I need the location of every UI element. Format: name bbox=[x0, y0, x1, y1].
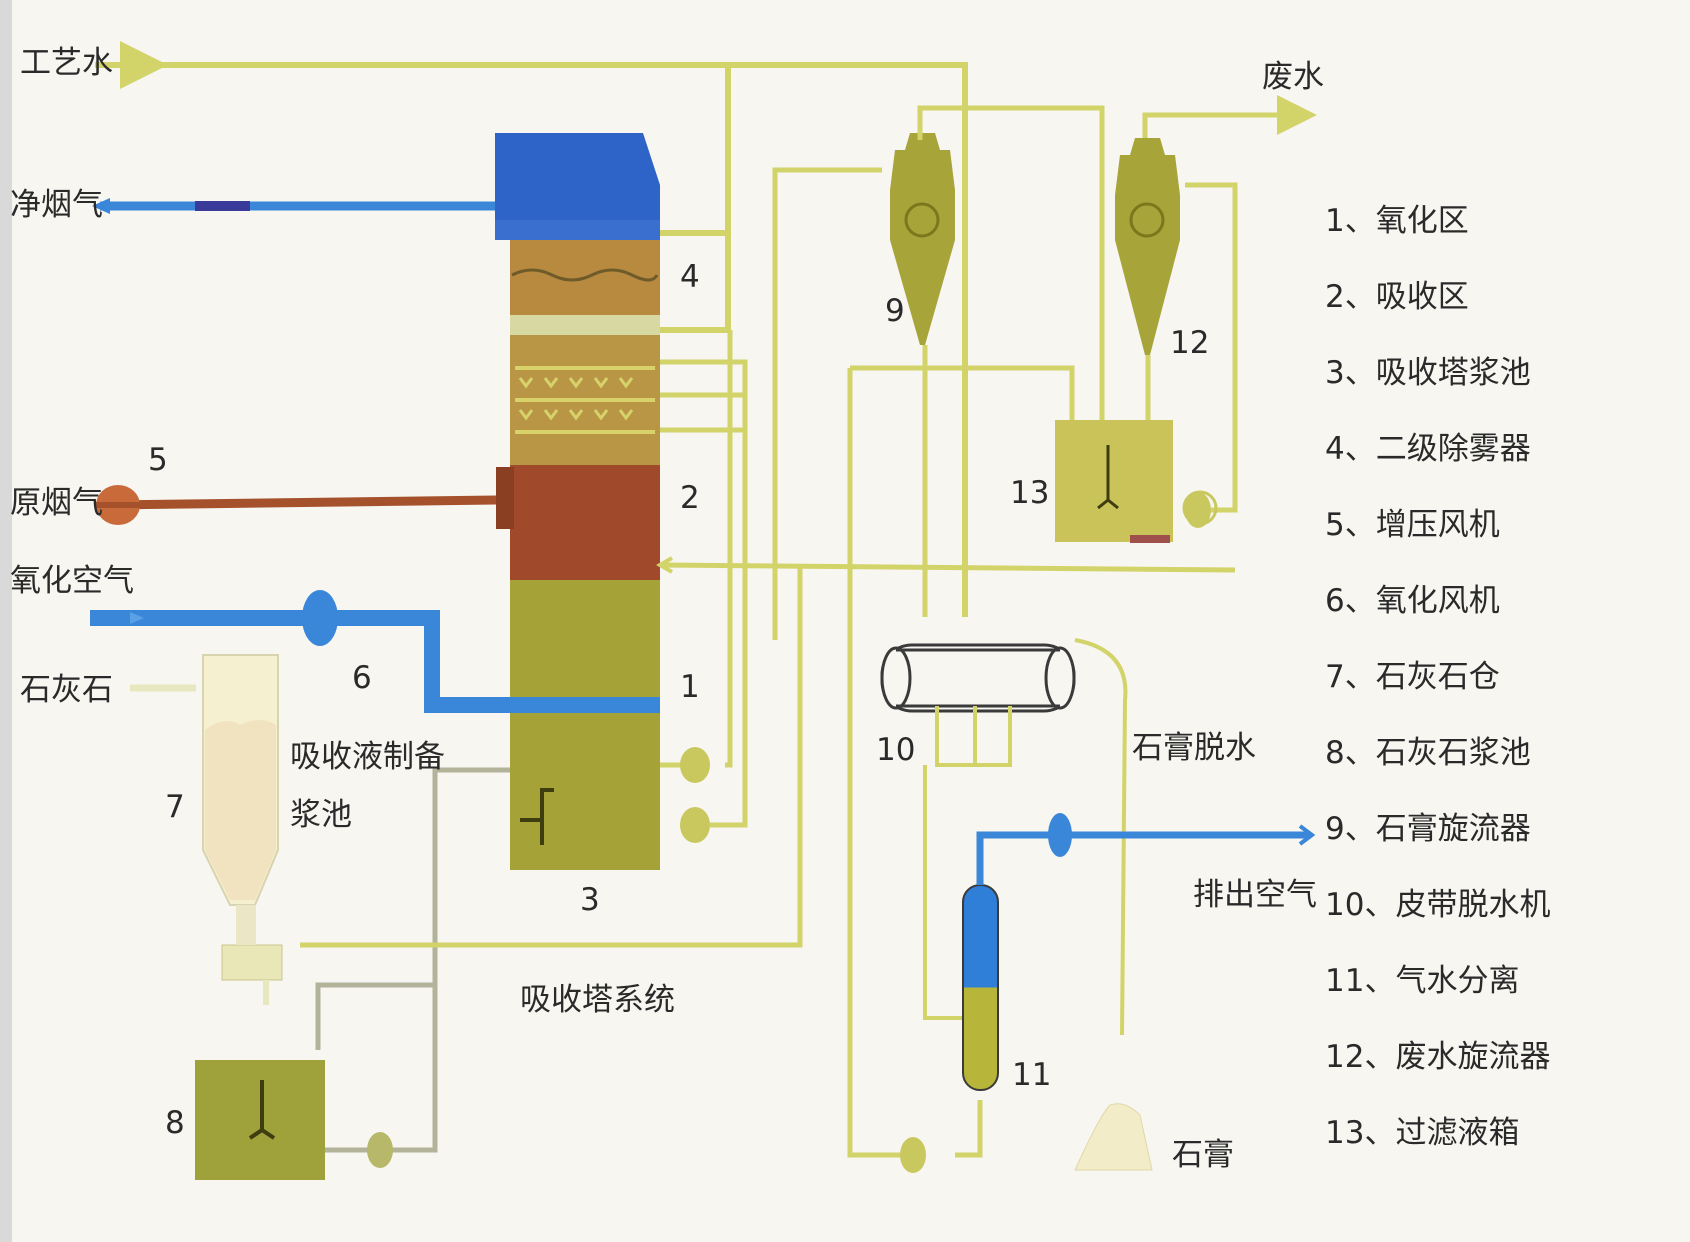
gypsum-pile bbox=[1074, 1103, 1153, 1171]
component-number-3: 3 bbox=[580, 882, 600, 918]
tower-top-outlet bbox=[495, 133, 660, 220]
legend: 1、氧化区 2、吸收区 3、吸收塔浆池 4、二级除雾器 5、增压风机 6、氧化风… bbox=[1325, 195, 1550, 1183]
vacuum-pump bbox=[1048, 813, 1072, 857]
legend-item: 5、增压风机 bbox=[1325, 507, 1500, 543]
filtrate-return-pipe bbox=[300, 565, 803, 948]
component-number-2: 2 bbox=[680, 480, 700, 516]
wastewater-hydrocyclone bbox=[1115, 138, 1180, 355]
wastewater-pipes bbox=[659, 112, 1312, 573]
legend-item: 8、石灰石浆池 bbox=[1325, 735, 1531, 771]
legend-item: 3、吸收塔浆池 bbox=[1325, 355, 1531, 391]
legend-item: 1、氧化区 bbox=[1325, 203, 1469, 239]
gas-water-separator bbox=[962, 884, 999, 1091]
component-number-9: 9 bbox=[885, 293, 905, 329]
component-number-5: 5 bbox=[148, 442, 168, 478]
legend-item: 2、吸收区 bbox=[1325, 279, 1469, 315]
gypsum-slurry-pump bbox=[900, 1137, 926, 1173]
absorber-system-label: 吸收塔系统 bbox=[520, 982, 675, 1018]
legend-item: 7、石灰石仓 bbox=[1325, 659, 1500, 695]
clean-gas-damper bbox=[195, 201, 250, 211]
clean-flue-gas-label: 净烟气 bbox=[10, 187, 103, 223]
legend-item: 13、过滤液箱 bbox=[1325, 1115, 1520, 1151]
legend-item: 10、皮带脱水机 bbox=[1325, 887, 1551, 923]
booster-fan bbox=[95, 485, 140, 525]
legend-item: 6、氧化风机 bbox=[1325, 583, 1500, 619]
absorbent-prep-label-line2: 浆池 bbox=[290, 797, 352, 833]
recirc-pump-2 bbox=[680, 807, 710, 843]
process-water-label: 工艺水 bbox=[20, 45, 113, 81]
component-number-6: 6 bbox=[352, 660, 372, 696]
belt-dewatering-machine bbox=[880, 643, 1076, 713]
raw-gas-pipe bbox=[109, 495, 497, 510]
filtrate-return-arrow bbox=[656, 556, 674, 574]
oxidation-air-pipe bbox=[90, 610, 660, 713]
oxidation-air-label: 氧化空气 bbox=[10, 563, 134, 599]
component-number-4: 4 bbox=[680, 259, 700, 295]
limestone-silo bbox=[202, 654, 283, 1005]
slurry-pumps bbox=[680, 747, 710, 843]
exhaust-air-label: 排出空气 bbox=[1193, 877, 1317, 913]
legend-item: 12、废水旋流器 bbox=[1325, 1039, 1551, 1075]
legend-item: 4、二级除雾器 bbox=[1325, 431, 1531, 467]
limestone-slurry-tank bbox=[195, 1060, 325, 1180]
gypsum-label: 石膏 bbox=[1172, 1137, 1234, 1173]
raw-flue-gas-label: 原烟气 bbox=[10, 485, 103, 521]
oxidation-air-arrow bbox=[130, 612, 144, 624]
clean-gas-arrow bbox=[92, 198, 110, 214]
filtrate-tank bbox=[1055, 420, 1173, 543]
legend-item: 9、石膏旋流器 bbox=[1325, 811, 1531, 847]
exhaust-air-pipe bbox=[976, 831, 1310, 885]
absorbent-prep-label-line1: 吸收液制备 bbox=[290, 739, 445, 775]
component-number-11: 11 bbox=[1012, 1057, 1052, 1093]
component-number-7: 7 bbox=[165, 789, 185, 825]
absorber-slurry-tank bbox=[510, 580, 660, 870]
belt-filtrate-pipes bbox=[923, 638, 1128, 1036]
component-number-8: 8 bbox=[165, 1105, 185, 1141]
component-number-13: 13 bbox=[1010, 475, 1050, 511]
limestone-slurry-pump bbox=[367, 1132, 393, 1168]
absorption-zone bbox=[510, 465, 660, 580]
oxidation-fan bbox=[302, 590, 338, 646]
legend-item: 11、气水分离 bbox=[1325, 963, 1520, 999]
cyclone-pipes bbox=[772, 105, 1105, 1158]
tower-mist-zone-top bbox=[495, 220, 660, 240]
filtrate-pump bbox=[1185, 492, 1211, 528]
component-number-1: 1 bbox=[680, 669, 700, 705]
gypsum-dewatering-label: 石膏脱水 bbox=[1132, 730, 1256, 766]
component-number-12: 12 bbox=[1170, 325, 1210, 361]
scan-edge bbox=[0, 0, 12, 1242]
component-number-10: 10 bbox=[876, 732, 916, 768]
recirc-pump-1 bbox=[680, 747, 710, 783]
waste-water-label: 废水 bbox=[1262, 59, 1324, 95]
gypsum-hydrocyclone bbox=[890, 133, 955, 345]
absorber-tower bbox=[495, 133, 660, 870]
limestone-label: 石灰石 bbox=[20, 672, 113, 708]
